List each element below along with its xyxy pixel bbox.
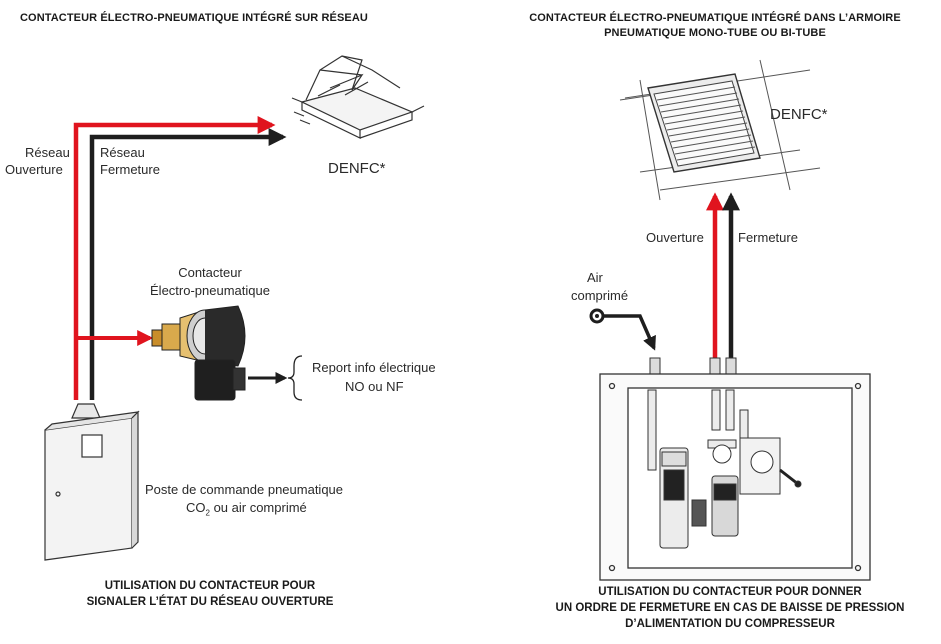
label-reseau-fermeture-2: Fermeture xyxy=(100,162,160,177)
label-contacteur-2: Électro-pneumatique xyxy=(150,283,270,298)
right-caption-2: UN ORDRE DE FERMETURE EN CAS DE BAISSE D… xyxy=(555,602,905,614)
label-ouverture: Ouverture xyxy=(646,230,704,245)
left-caption-2: SIGNALER L’ÉTAT DU RÉSEAU OUVERTURE xyxy=(86,596,334,608)
label-denfc-right: DENFC* xyxy=(770,106,828,123)
poste-de-commande-cabinet xyxy=(44,403,140,561)
left-title: CONTACTEUR ÉLECTRO-PNEUMATIQUE INTÉGRÉ S… xyxy=(20,12,368,24)
label-reseau-ouverture-2: Ouverture xyxy=(5,162,63,177)
armoire-internal-components xyxy=(647,389,802,549)
label-poste-2: CO2 ou air comprimé xyxy=(186,500,307,518)
label-denfc-left: DENFC* xyxy=(328,160,386,177)
right-caption-3: D’ALIMENTATION DU COMPRESSEUR xyxy=(625,618,835,630)
right-title-1: CONTACTEUR ÉLECTRO-PNEUMATIQUE INTÉGRÉ D… xyxy=(529,12,901,24)
air-comprime-line xyxy=(603,314,656,351)
label-air-1: Air xyxy=(587,270,603,285)
label-poste-1: Poste de commande pneumatique xyxy=(145,482,344,497)
contacteur-device xyxy=(151,305,246,401)
right-title-2: PNEUMATIQUE MONO-TUBE OU BI-TUBE xyxy=(604,27,826,39)
denfc-skylight-left xyxy=(291,55,425,139)
label-report-1: Report info électrique xyxy=(312,360,436,375)
label-fermeture: Fermeture xyxy=(738,230,798,245)
denfc-skylight-right xyxy=(619,59,821,201)
reseau-ouverture-line xyxy=(73,116,276,400)
right-caption-1: UTILISATION DU CONTACTEUR POUR DONNER xyxy=(598,586,862,598)
reseau-fermeture-line xyxy=(89,128,287,400)
label-contacteur-1: Contacteur xyxy=(178,265,242,280)
label-reseau-ouverture-1: Réseau xyxy=(25,145,70,160)
label-report-2: NO ou NF xyxy=(345,379,404,394)
label-reseau-fermeture-1: Réseau xyxy=(100,145,145,160)
left-caption-1: UTILISATION DU CONTACTEUR POUR xyxy=(104,580,316,592)
label-air-2: comprimé xyxy=(571,288,629,303)
report-brace xyxy=(287,355,303,401)
top-fittings xyxy=(649,357,737,375)
